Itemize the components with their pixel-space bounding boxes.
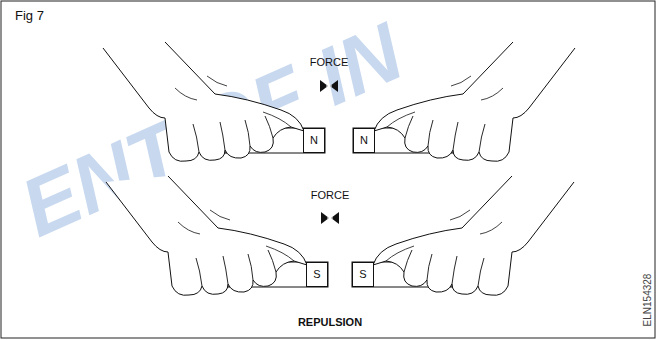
left-hand-magnet <box>106 176 328 295</box>
force-label: FORCE <box>311 190 350 201</box>
force-arrow <box>320 80 338 92</box>
caption: REPULSION <box>298 316 362 328</box>
magnet-pole: S <box>306 262 328 287</box>
force-arrow <box>321 212 339 224</box>
figure-code: ELN154328 <box>643 274 653 327</box>
right-hand-magnet <box>353 42 575 161</box>
pole-letter: S <box>313 269 320 280</box>
pole-letter: S <box>359 269 366 280</box>
magnet-pole: N <box>353 128 375 153</box>
left-hand-magnet <box>103 42 325 161</box>
force-label: FORCE <box>310 57 349 68</box>
pole-letter: N <box>310 135 318 146</box>
magnet-pole: S <box>352 262 374 287</box>
figure-title: Fig 7 <box>15 8 44 23</box>
pole-letter: N <box>360 135 368 146</box>
right-hand-magnet <box>352 176 574 295</box>
magnet-pole: N <box>303 128 325 153</box>
